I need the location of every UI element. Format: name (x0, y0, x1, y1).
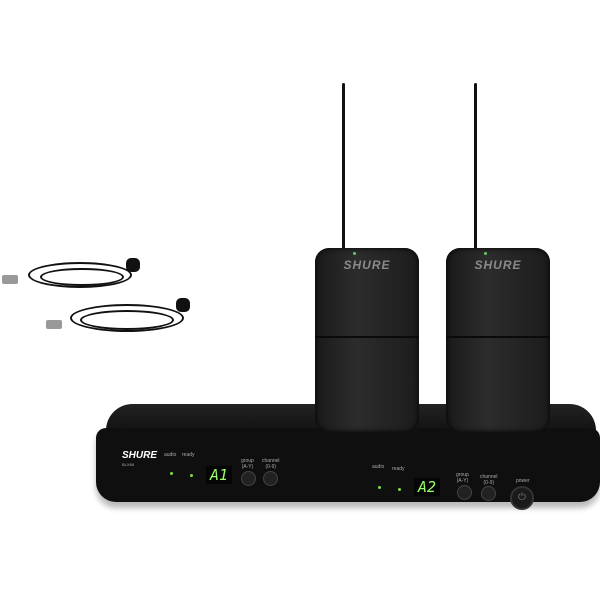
channel-button-1[interactable] (263, 471, 278, 486)
ready-label-1: ready (182, 452, 195, 458)
display-2: A2 (414, 478, 441, 496)
display-1: A1 (206, 466, 233, 484)
audio-label-2: audio (372, 464, 385, 470)
audio-label-1: audio (164, 452, 177, 458)
channel-text: channel (262, 458, 280, 464)
ready-label-2: ready (392, 466, 405, 472)
channel-range: (0-9) (265, 464, 277, 470)
channel-text: channel (480, 474, 498, 480)
group-label-2: group(A-Y) (456, 472, 469, 484)
power-label: power (516, 478, 530, 484)
channel-label-2: channel(0-9) (480, 474, 498, 486)
group-button-2[interactable] (457, 485, 472, 500)
bodypack-logo: SHURE (474, 258, 522, 272)
power-button[interactable]: ⏻ (510, 486, 534, 510)
receiver-model: BLX88 (122, 462, 135, 467)
group-range: (A-Y) (241, 464, 254, 470)
group-text: group (456, 472, 469, 478)
channel-label-1: channel(0-9) (262, 458, 280, 470)
ready-led-1 (190, 474, 193, 477)
audio-led-2 (378, 486, 381, 489)
ready-led-2 (398, 488, 401, 491)
channel-range: (0-9) (483, 480, 495, 486)
group-range: (A-Y) (456, 478, 469, 484)
group-button-1[interactable] (241, 471, 256, 486)
group-label-1: group(A-Y) (241, 458, 254, 470)
group-text: group (241, 458, 254, 464)
bodypack-logo: SHURE (343, 258, 391, 272)
channel-button-2[interactable] (481, 486, 496, 501)
audio-led-1 (170, 472, 173, 475)
receiver-logo: SHURE (122, 450, 158, 461)
